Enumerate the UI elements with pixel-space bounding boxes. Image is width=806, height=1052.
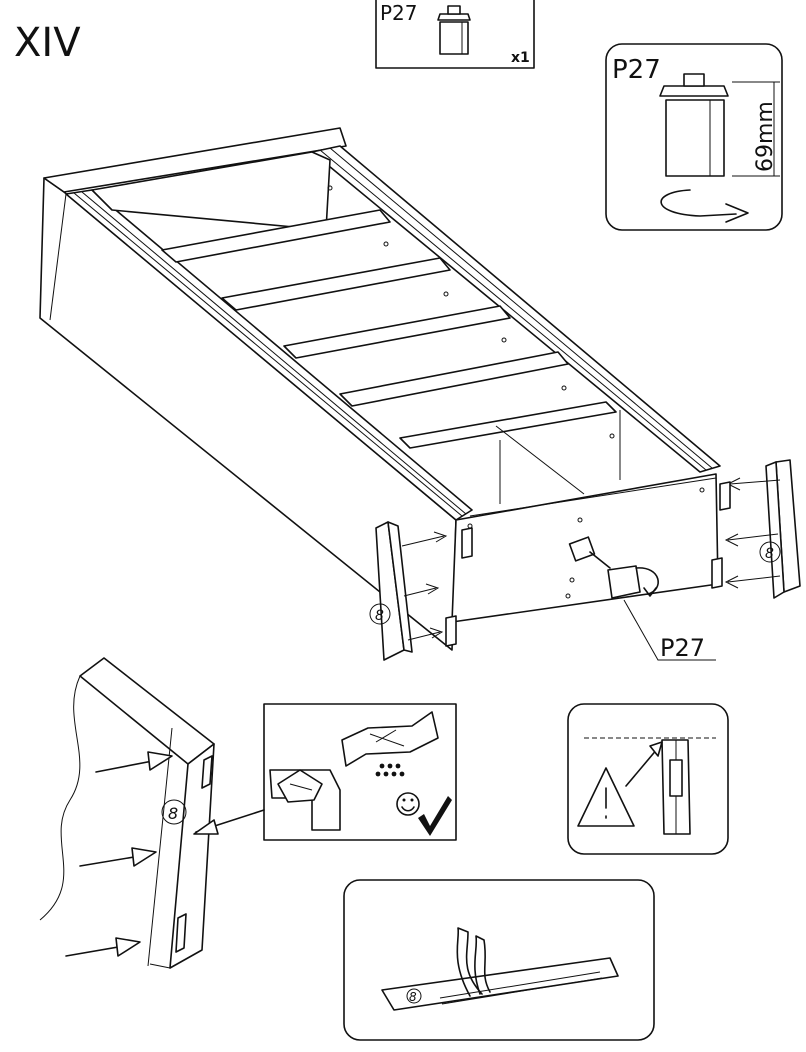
leg-part	[607, 565, 641, 599]
leg-icon	[659, 73, 729, 177]
detail-code: P27	[612, 55, 661, 85]
hand-cloth-icon	[269, 769, 341, 831]
warning-icon	[577, 767, 635, 827]
checkmark-icon	[418, 796, 452, 836]
warning-box	[567, 703, 729, 855]
drawer-body	[39, 127, 721, 651]
right-runner-panel: 8	[711, 459, 801, 599]
part-quantity: x1	[511, 50, 530, 66]
leg-height-label: 69mm	[753, 101, 778, 172]
tape-panel-marker: 8	[409, 990, 417, 1004]
part-box: P27 x1	[375, 0, 535, 69]
part-code: P27	[380, 1, 418, 25]
closeup-panel-marker: 8	[168, 804, 178, 823]
leg-icon	[437, 5, 471, 55]
right-panel-marker: 8	[765, 546, 774, 562]
left-panel-marker: 8	[375, 608, 384, 624]
water-drops-icon	[375, 763, 405, 777]
cleaning-box	[263, 703, 457, 841]
tape-box: 8	[343, 879, 655, 1041]
step-number: XIV	[14, 20, 81, 66]
wringing-hands-icon	[341, 711, 439, 767]
callout-code: P27	[660, 634, 705, 662]
left-runner-panel: 8	[369, 521, 473, 661]
smiley-icon	[396, 792, 420, 816]
rotate-arrow-icon	[660, 189, 749, 223]
leg-detail-box: P27 69mm	[605, 43, 783, 231]
leg-callout: P27	[623, 599, 716, 662]
side-panel-closeup: 8	[39, 657, 265, 969]
